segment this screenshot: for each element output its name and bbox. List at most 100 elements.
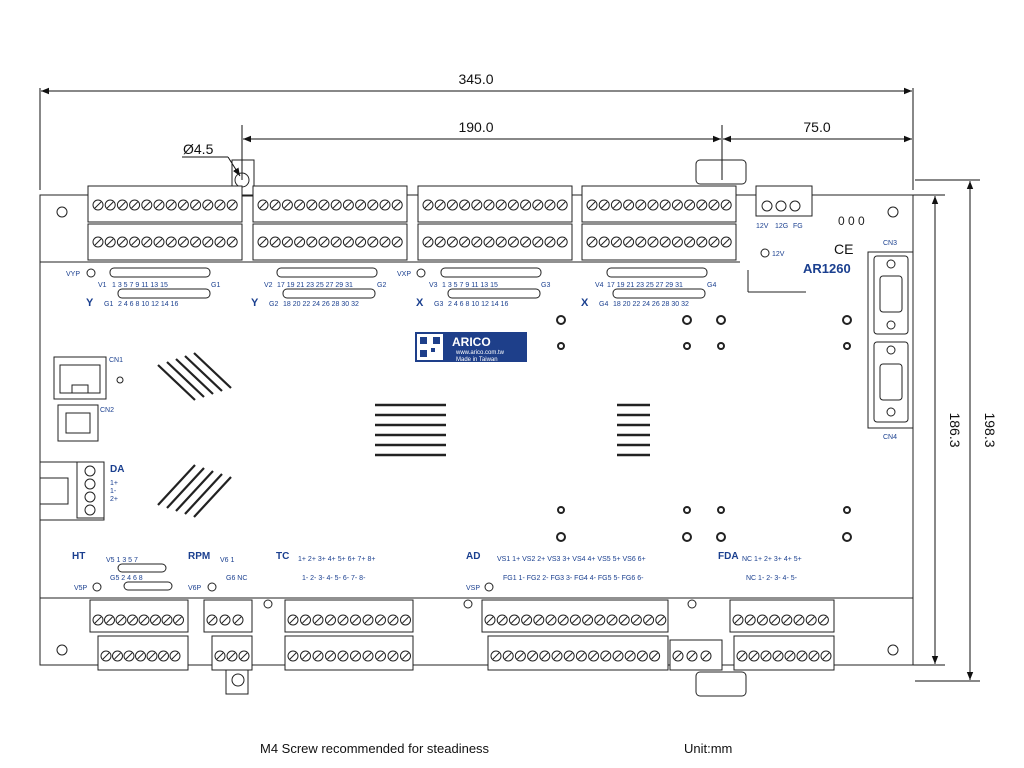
g-label: G1 bbox=[211, 282, 220, 289]
terminal-screw-icon bbox=[495, 236, 507, 248]
da-pin-label: 2+ bbox=[110, 496, 118, 503]
terminal-screw-icon bbox=[544, 236, 556, 248]
terminal-screw-icon bbox=[226, 650, 238, 662]
terminal-screw-icon bbox=[400, 650, 411, 662]
terminal-screw-icon bbox=[563, 650, 575, 662]
terminal-screw-icon bbox=[214, 650, 226, 662]
terminal-screw-icon bbox=[521, 614, 533, 626]
terminal-screw-icon bbox=[459, 236, 471, 248]
terminal-screw-icon bbox=[281, 236, 293, 248]
terminal-screw-icon bbox=[796, 650, 808, 662]
terminal-screw-icon bbox=[539, 650, 551, 662]
terminal-screw-icon bbox=[446, 199, 458, 211]
terminal-screw-icon bbox=[623, 236, 635, 248]
top-group-1: VYP V1 1 3 5 7 9 11 13 15 G1 Y G1 2 4 6 … bbox=[66, 267, 220, 309]
v-label: V3 bbox=[429, 282, 438, 289]
terminal-block-bottom-power bbox=[669, 639, 723, 671]
terminal-screw-icon bbox=[756, 614, 768, 626]
terminal-screw-icon bbox=[325, 650, 336, 662]
terminal-screw-icon bbox=[287, 614, 299, 626]
brand-url: www.arico.com.tw bbox=[455, 350, 505, 356]
terminal-screw-icon bbox=[387, 650, 399, 662]
terminal-screw-icon bbox=[808, 650, 820, 662]
led-icon bbox=[484, 582, 494, 592]
terminal-screw-icon bbox=[92, 614, 104, 626]
terminal-screw-icon bbox=[104, 614, 115, 626]
terminal-screw-icon bbox=[257, 236, 269, 248]
terminal-screw-icon bbox=[129, 199, 141, 211]
rpm-top-pins: V6 1 bbox=[220, 557, 235, 564]
terminal-screw-icon bbox=[202, 236, 214, 248]
terminal-screw-icon bbox=[287, 650, 299, 662]
terminal-screw-icon bbox=[784, 650, 796, 662]
ht-vp-label: V5P bbox=[74, 585, 88, 592]
terminal-screw-icon bbox=[379, 199, 391, 211]
terminal-screw-icon bbox=[649, 650, 661, 662]
terminal-screw-icon bbox=[655, 614, 667, 626]
terminal-screw-icon bbox=[165, 199, 177, 211]
terminal-screw-icon bbox=[150, 614, 161, 626]
unit-note: Unit:mm bbox=[684, 741, 733, 756]
led-icon bbox=[92, 582, 102, 592]
terminal-screw-icon bbox=[781, 614, 793, 626]
terminal-screw-icon bbox=[300, 650, 311, 662]
terminal-block-ad bbox=[481, 599, 669, 671]
board-screws bbox=[263, 599, 697, 609]
terminal-screw-icon bbox=[527, 650, 539, 662]
terminal-screw-icon bbox=[422, 236, 434, 248]
g-label: G3 bbox=[541, 282, 550, 289]
terminal-screw-icon bbox=[635, 236, 647, 248]
terminal-screw-icon bbox=[696, 236, 708, 248]
fda-bottom-pins: NC 1- 2- 3- 4- 5- bbox=[746, 575, 798, 582]
cn4-label: CN4 bbox=[883, 434, 897, 441]
terminal-screw-icon bbox=[760, 650, 772, 662]
terminal-screw-icon bbox=[586, 199, 598, 211]
ethernet-port-icon bbox=[53, 356, 107, 400]
terminal-screw-icon bbox=[158, 650, 169, 662]
brand-origin: Made in Taiwan bbox=[456, 357, 498, 363]
terminal-screw-icon bbox=[146, 650, 158, 662]
cn1-label: CN1 bbox=[109, 357, 123, 364]
terminal-screw-icon bbox=[551, 650, 563, 662]
terminal-screw-icon bbox=[736, 650, 748, 662]
terminal-screw-icon bbox=[671, 199, 683, 211]
terminal-screw-icon bbox=[318, 236, 330, 248]
g-label: G2 bbox=[377, 282, 386, 289]
bottom-group-rpm: RPM V6 1 V6P G6 NC bbox=[188, 551, 247, 592]
ce-mark: CE bbox=[834, 241, 853, 257]
terminal-screw-icon bbox=[269, 199, 281, 211]
terminal-screw-icon bbox=[355, 199, 367, 211]
inner-height-label: 186.3 bbox=[947, 412, 963, 447]
terminal-screw-icon bbox=[507, 199, 519, 211]
hole-span-label: 190.0 bbox=[458, 119, 493, 135]
terminal-screw-icon bbox=[129, 236, 141, 248]
terminal-screw-icon bbox=[232, 614, 244, 626]
terminal-screw-icon bbox=[375, 614, 386, 626]
terminal-screw-icon bbox=[459, 199, 471, 211]
terminal-screw-icon bbox=[471, 199, 483, 211]
terminal-screw-icon bbox=[647, 236, 659, 248]
terminal-screw-icon bbox=[533, 614, 545, 626]
fda-title: FDA bbox=[718, 551, 739, 562]
led-icon bbox=[760, 248, 770, 258]
terminal-screw-icon bbox=[544, 199, 556, 211]
terminal-screw-icon bbox=[708, 199, 720, 211]
terminal-screw-icon bbox=[744, 614, 756, 626]
terminal-block-y1 bbox=[87, 185, 243, 261]
led-icon bbox=[86, 268, 96, 278]
vent-slots bbox=[157, 352, 232, 518]
terminal-screw-icon bbox=[269, 236, 281, 248]
terminal-block-tc bbox=[284, 599, 414, 671]
terminal-screw-icon bbox=[318, 199, 330, 211]
terminal-screw-icon bbox=[214, 199, 226, 211]
rpm-bottom-pins: G6 NC bbox=[226, 575, 247, 582]
terminal-screw-icon bbox=[294, 236, 306, 248]
v-label: V1 bbox=[98, 282, 107, 289]
terminal-screw-icon bbox=[123, 650, 135, 662]
terminal-screw-icon bbox=[643, 614, 655, 626]
vp-label: VYP bbox=[66, 271, 80, 278]
odd-pins: 17 19 21 23 25 27 29 31 bbox=[277, 282, 353, 289]
terminal-screw-icon bbox=[202, 199, 214, 211]
terminal-screw-icon bbox=[312, 650, 324, 662]
